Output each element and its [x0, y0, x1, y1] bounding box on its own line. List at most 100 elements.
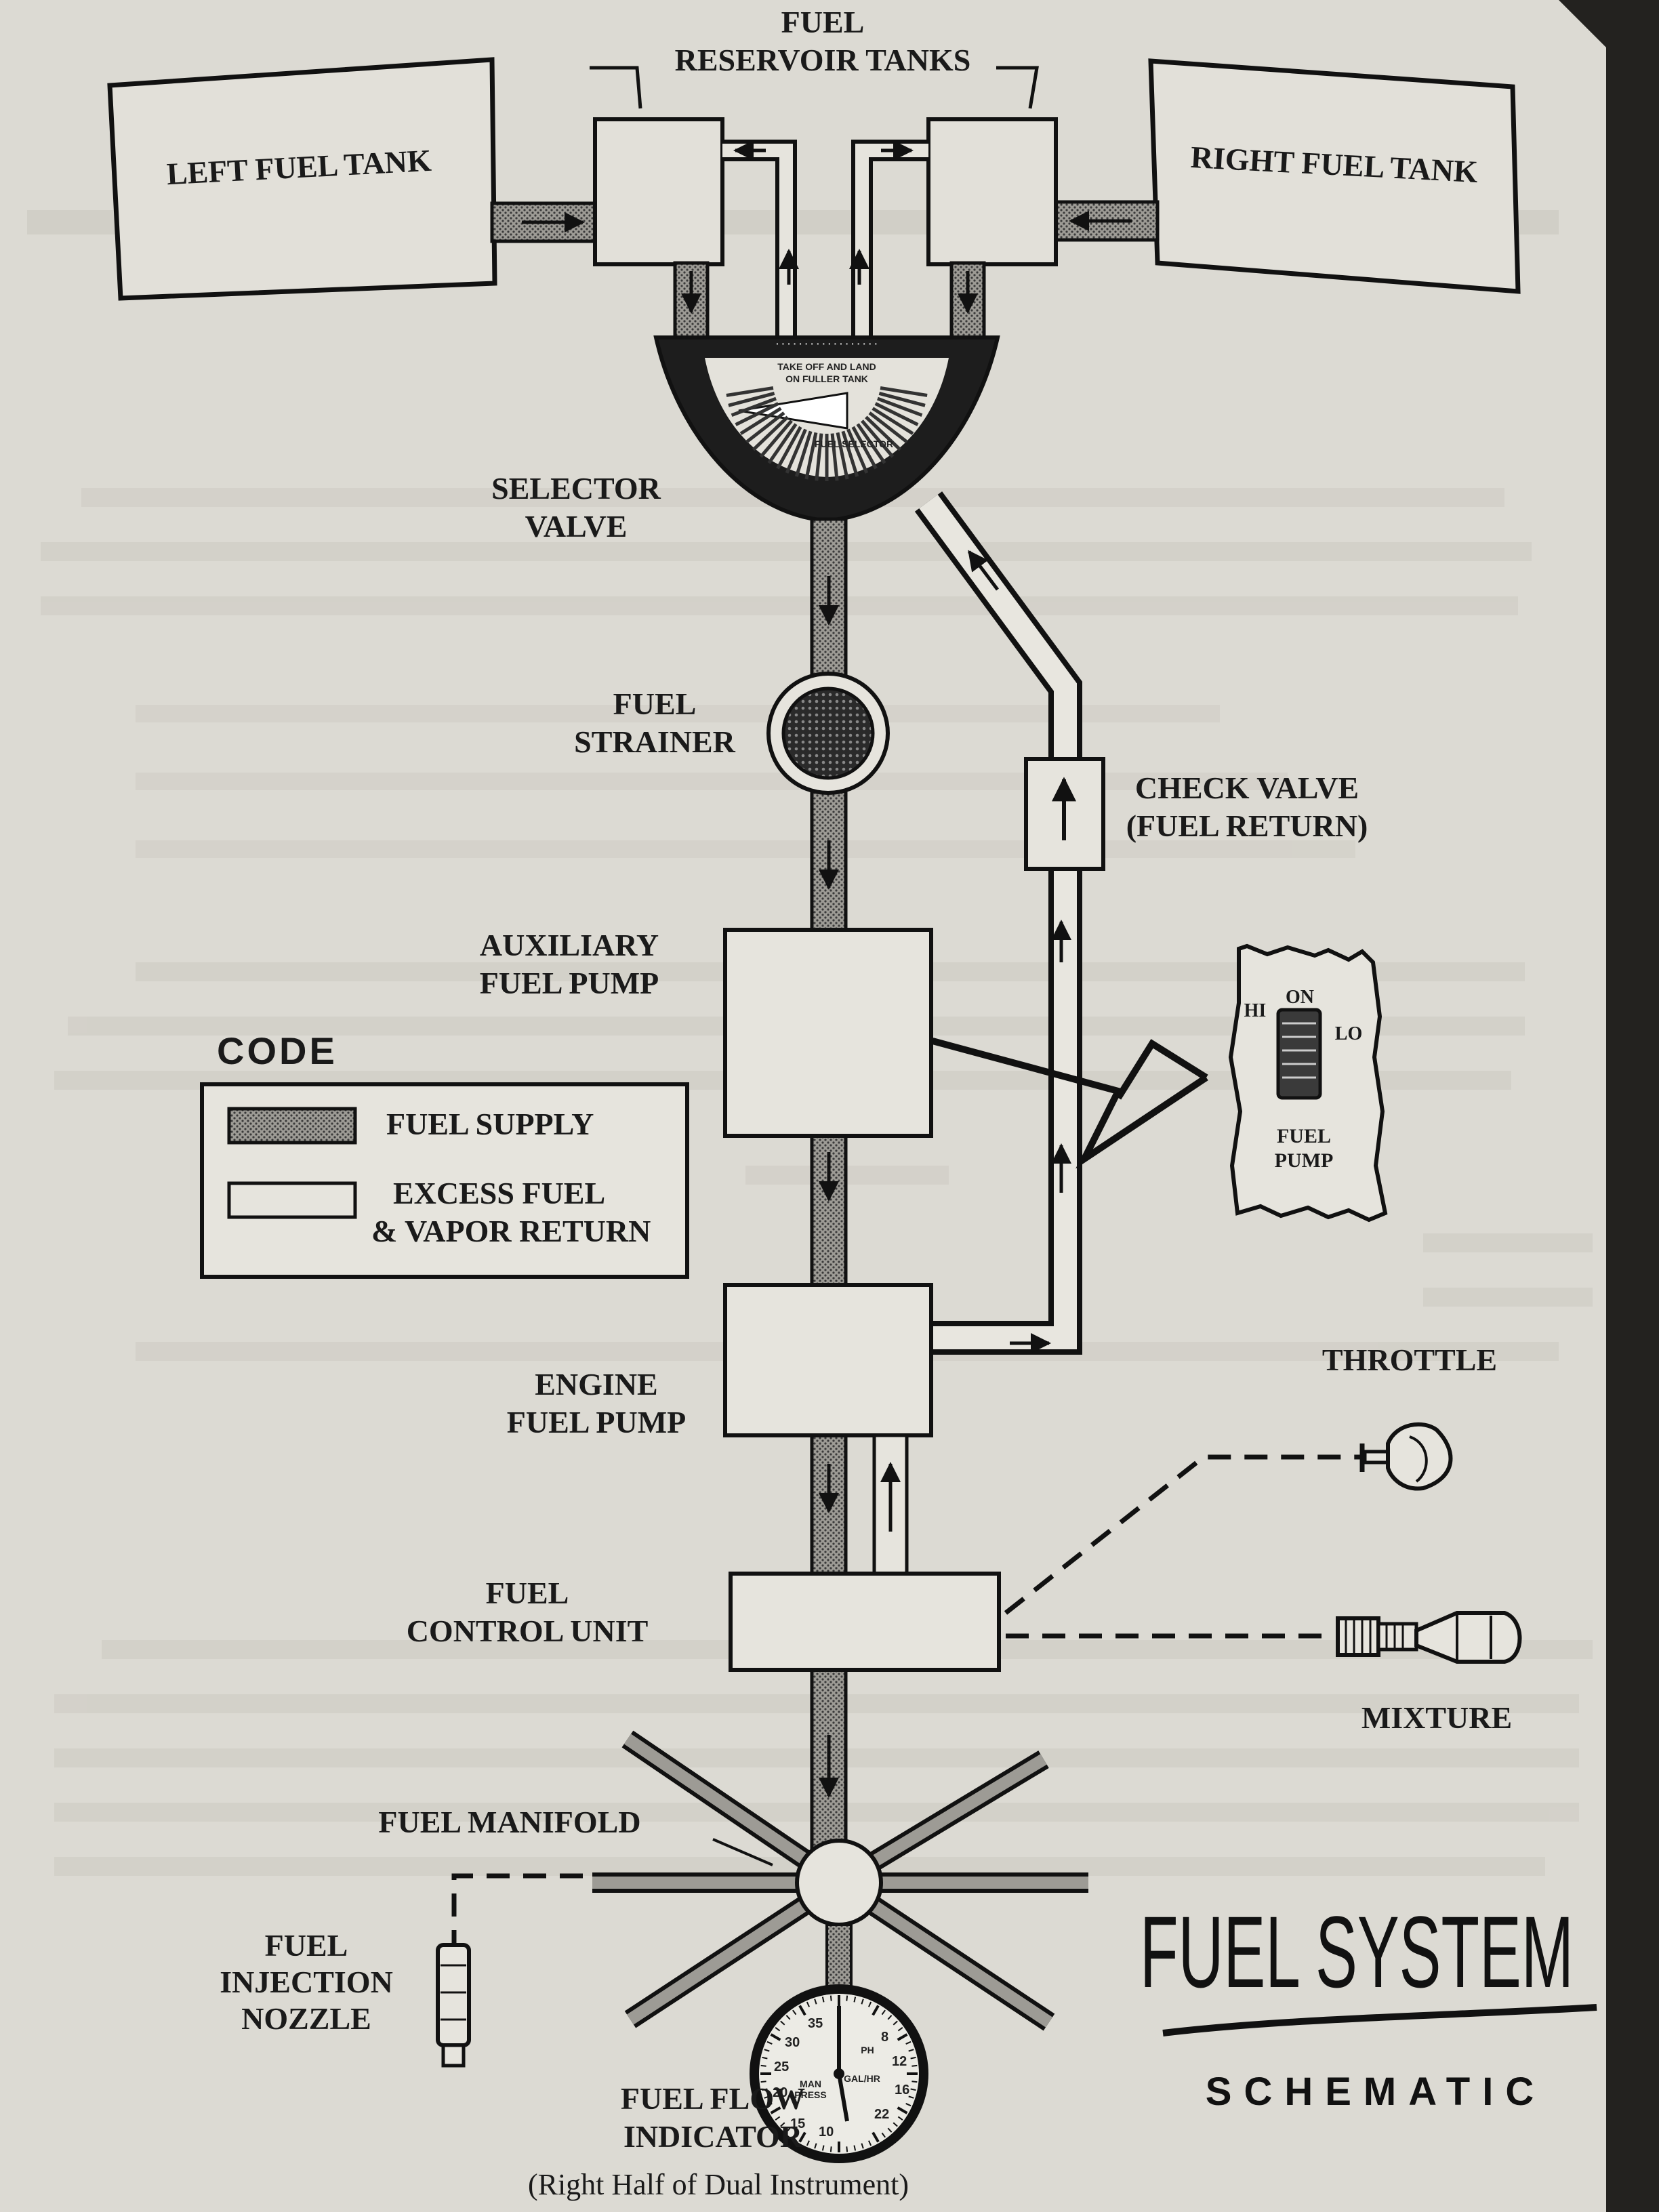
- fuel-control-unit: FUEL CONTROL UNIT: [407, 1572, 1001, 1672]
- selector-scale-tick: [745, 411, 785, 444]
- aux-pump-electrical-lead: [931, 1038, 1208, 1169]
- fuel-flow-indicator-gauge: 35 30 25 20 15 10 8 12 16 22 MAN PRESS P…: [750, 1984, 928, 2163]
- selector-dial-line1: TAKE OFF AND LAND: [777, 361, 876, 372]
- gauge-tick: [830, 2146, 832, 2152]
- selector-scale-tick: [735, 402, 779, 426]
- gauge-tick: [760, 2081, 766, 2083]
- selector-scale-tick: [877, 396, 923, 417]
- selector-scale-tick: [794, 430, 813, 477]
- strainer-label-line2: STRAINER: [574, 724, 736, 759]
- gauge-tick: [766, 2103, 773, 2107]
- gauge-tick-marks: [760, 1995, 918, 2152]
- gauge-tick: [908, 2095, 914, 2099]
- gauge-tick: [861, 1999, 864, 2005]
- gauge-tick: [785, 2127, 791, 2133]
- throttle-knob[interactable]: [1359, 1422, 1453, 1491]
- flow-indicator-label-line1: FUEL FLOW: [621, 2081, 805, 2116]
- gauge-left-tick: 35: [808, 2016, 823, 2031]
- fuel-pump-rocker-switch[interactable]: [1276, 1008, 1322, 1100]
- auxiliary-fuel-pump: AUXILIARY FUEL PUMP: [480, 928, 933, 1138]
- selector-dial-line2: ON FULLER TANK: [785, 373, 868, 384]
- switch-lo-label: LO: [1335, 1023, 1362, 1044]
- control-unit-return-line: [872, 1433, 909, 1577]
- legend-fuel-supply: FUEL SUPPLY: [386, 1107, 594, 1141]
- gauge-tick: [887, 2127, 893, 2133]
- code-title: CODE: [217, 1029, 337, 1072]
- gauge-tick: [910, 2056, 916, 2060]
- engine-pump-label-line2: FUEL PUMP: [507, 1405, 686, 1439]
- gauge-tick: [762, 2088, 768, 2091]
- fuel-manifold: FUEL MANIFOLD: [378, 1805, 883, 1927]
- title-sub: SCHEMATIC: [1206, 2070, 1546, 2114]
- selector-scale-tick: [861, 419, 895, 458]
- mixture-knob[interactable]: [1336, 1611, 1522, 1664]
- selector-valve: · · · · · · · · · · · · · · · · · · TAKE…: [491, 335, 1000, 544]
- gauge-tick: [868, 2140, 872, 2146]
- throttle-label: THROTTLE: [1322, 1343, 1497, 1377]
- svg-text:· · · · · · · · · · · · · · ·: · · · · · · · · · · · · · · · · · ·: [776, 338, 878, 349]
- switch-hi-label: HI: [1244, 1000, 1267, 1021]
- nozzle-label-line1: FUEL: [265, 1928, 348, 1963]
- right-fuel-tank: RIGHT FUEL TANK: [1148, 58, 1521, 294]
- gauge-tick: [893, 2122, 898, 2127]
- selector-scale-tick: [759, 419, 793, 458]
- manifold-label: FUEL MANIFOLD: [378, 1805, 640, 1839]
- gauge-right-tick: 22: [874, 2107, 889, 2122]
- gauge-tick: [780, 2122, 785, 2127]
- left-fuel-tank: LEFT FUEL TANK: [107, 57, 497, 301]
- selector-scale-tick: [767, 423, 798, 464]
- gauge-tick: [881, 2132, 886, 2138]
- gauge-tick: [814, 1999, 817, 2005]
- aux-pump-label-line2: FUEL PUMP: [480, 966, 659, 1000]
- gauge-tick: [821, 2145, 825, 2151]
- gauge-tick: [785, 2015, 791, 2020]
- selector-scale-tick: [872, 407, 914, 435]
- reservoir-label-line2: RESERVOIR TANKS: [675, 43, 971, 77]
- gauge-tick: [893, 2020, 898, 2026]
- gauge-tick: [798, 2005, 806, 2016]
- title-main: FUEL SYSTEM: [1140, 1895, 1574, 2009]
- switch-label-line1: FUEL: [1277, 1125, 1331, 1147]
- legend-swatch-fuel-supply: [227, 1107, 357, 1145]
- selector-handle[interactable]: [738, 392, 848, 430]
- selector-scale-ticks: [726, 386, 928, 481]
- selector-scale-tick: [865, 415, 902, 451]
- gauge-tick: [897, 2106, 908, 2114]
- gauge-right-tick: 8: [881, 2030, 888, 2045]
- selector-scale-tick: [815, 433, 823, 481]
- strainer-label-line1: FUEL: [613, 687, 697, 721]
- gauge-tick: [905, 2103, 912, 2107]
- control-unit-label-line1: FUEL: [486, 1576, 569, 1610]
- gauge-right-tick: 16: [895, 2083, 909, 2097]
- selector-scale-tick: [785, 428, 807, 474]
- gauge-tick: [775, 2027, 781, 2032]
- gauge-tick: [792, 2009, 797, 2015]
- aux-pump-label-line1: AUXILIARY: [480, 928, 659, 962]
- gauge-tick: [792, 2132, 797, 2138]
- selector-label-line1: SELECTOR: [491, 471, 661, 506]
- legend-swatch-return: [227, 1181, 357, 1219]
- title-underline: [1162, 2004, 1597, 2036]
- selector-scale-tick: [878, 391, 926, 407]
- check-valve-label-line1: CHECK VALVE: [1135, 771, 1359, 805]
- selector-scale-tick: [856, 423, 886, 464]
- gauge-tick: [910, 2088, 916, 2091]
- gauge-tick: [766, 2041, 773, 2045]
- gauge-tick: [872, 2005, 880, 2016]
- gauge-left-tick: 25: [774, 2060, 789, 2074]
- gauge-right-tick: 12: [892, 2054, 907, 2069]
- selector-scale-tick: [804, 432, 818, 480]
- selector-scale-tick: [731, 396, 777, 417]
- legend-return-line1: EXCESS FUEL: [393, 1176, 605, 1210]
- gauge-tick: [897, 2027, 903, 2032]
- code-legend: CODE FUEL SUPPLY EXCESS FUEL & VAPOR RET…: [200, 1029, 689, 1279]
- fuel-return-line: [914, 491, 1082, 1355]
- gauge-tick: [764, 2049, 770, 2052]
- gauge-tick: [798, 2131, 806, 2143]
- gauge-tick: [908, 2049, 914, 2052]
- gauge-tick: [897, 2116, 903, 2121]
- check-valve-label-line2: (FUEL RETURN): [1126, 808, 1368, 843]
- fuel-reservoir-tanks: FUEL RESERVOIR TANKS: [590, 5, 1058, 266]
- gauge-tick: [853, 2145, 857, 2151]
- gauge-right-label2: GAL/HR: [844, 2073, 880, 2084]
